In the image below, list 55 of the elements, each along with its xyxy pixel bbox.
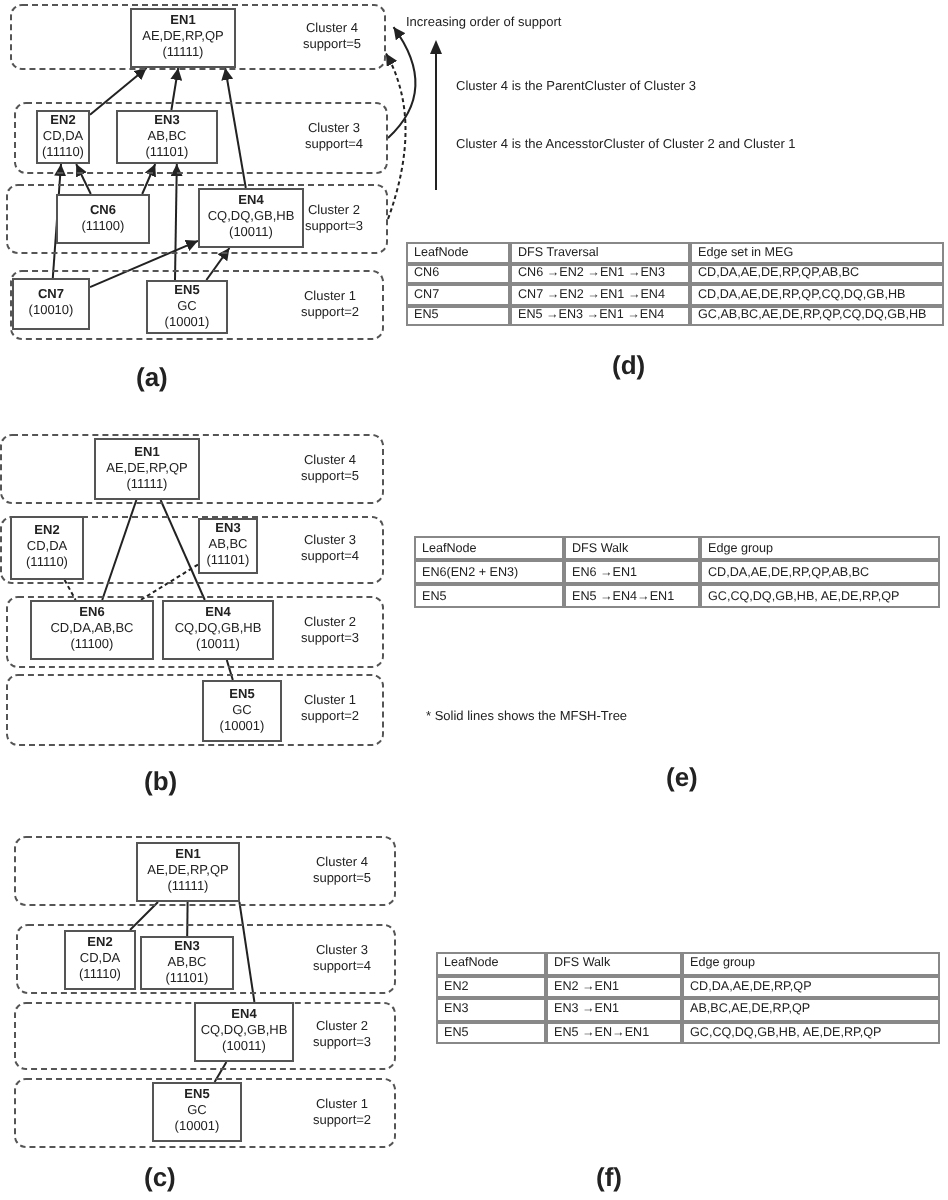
connector-line xyxy=(129,901,159,931)
node-box xyxy=(162,600,274,660)
node-box xyxy=(136,842,240,902)
connector-line xyxy=(159,499,206,601)
node-box xyxy=(202,680,282,742)
connector-line xyxy=(225,659,234,681)
arrow xyxy=(170,67,183,111)
arrow xyxy=(221,67,247,189)
cluster-band xyxy=(10,270,384,340)
node-box xyxy=(64,930,136,990)
connector-line xyxy=(186,901,189,937)
node-box xyxy=(140,936,234,990)
arrow xyxy=(141,163,157,195)
connector-line xyxy=(213,1061,228,1083)
connector-line xyxy=(139,563,199,601)
curved-arrow xyxy=(385,52,407,220)
cluster-band xyxy=(6,596,384,668)
node-box xyxy=(198,518,258,574)
cluster-band xyxy=(10,4,386,70)
cluster-band xyxy=(14,102,388,174)
node-box xyxy=(30,600,154,660)
cluster-band xyxy=(0,516,384,584)
node-box xyxy=(10,516,84,580)
node-box xyxy=(36,110,90,164)
node-box xyxy=(94,438,200,500)
connector-line xyxy=(238,901,256,1003)
arrow xyxy=(75,163,92,195)
node-box xyxy=(116,110,218,164)
arrow xyxy=(89,239,199,289)
cluster-band xyxy=(14,1078,396,1148)
connector-line xyxy=(101,499,138,601)
panel-label: (c) xyxy=(144,1162,176,1192)
node-box xyxy=(152,1082,242,1142)
node-box xyxy=(194,1002,294,1062)
arrow xyxy=(205,247,231,281)
curved-arrow xyxy=(387,26,417,139)
cluster-band xyxy=(6,674,384,746)
connector-line xyxy=(63,579,77,601)
cluster-band xyxy=(14,836,396,906)
panel-label: (d) xyxy=(612,350,646,380)
arrow xyxy=(89,67,148,116)
panel-label: (a) xyxy=(136,362,168,392)
node-box xyxy=(146,280,228,334)
cluster-band xyxy=(16,924,396,994)
panel-label: (f) xyxy=(596,1162,622,1192)
cluster-band xyxy=(14,1002,396,1070)
node-box xyxy=(198,188,304,248)
cluster-band xyxy=(6,184,388,254)
cluster-band xyxy=(0,434,384,504)
node-box xyxy=(130,8,236,68)
node-box xyxy=(12,278,90,330)
panel-label: (b) xyxy=(144,766,178,796)
panel-label: (e) xyxy=(666,762,698,792)
node-box xyxy=(56,194,150,244)
arrow xyxy=(170,163,183,281)
